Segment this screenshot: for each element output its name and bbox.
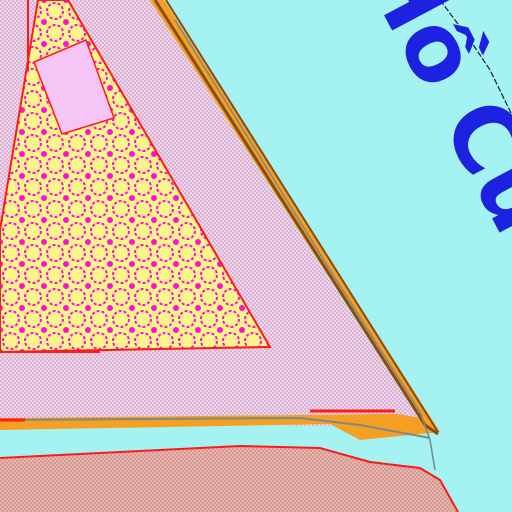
survey-line — [439, 0, 512, 116]
lower-zone-boundary — [0, 444, 459, 512]
gray-edge — [174, 19, 436, 471]
embankment-edge-outer — [165, 0, 439, 433]
building-square[interactable] — [33, 39, 115, 135]
lower-zone[interactable] — [0, 446, 458, 512]
embankment-strip — [0, 0, 440, 440]
parcel-boundary-bottom — [0, 416, 431, 439]
